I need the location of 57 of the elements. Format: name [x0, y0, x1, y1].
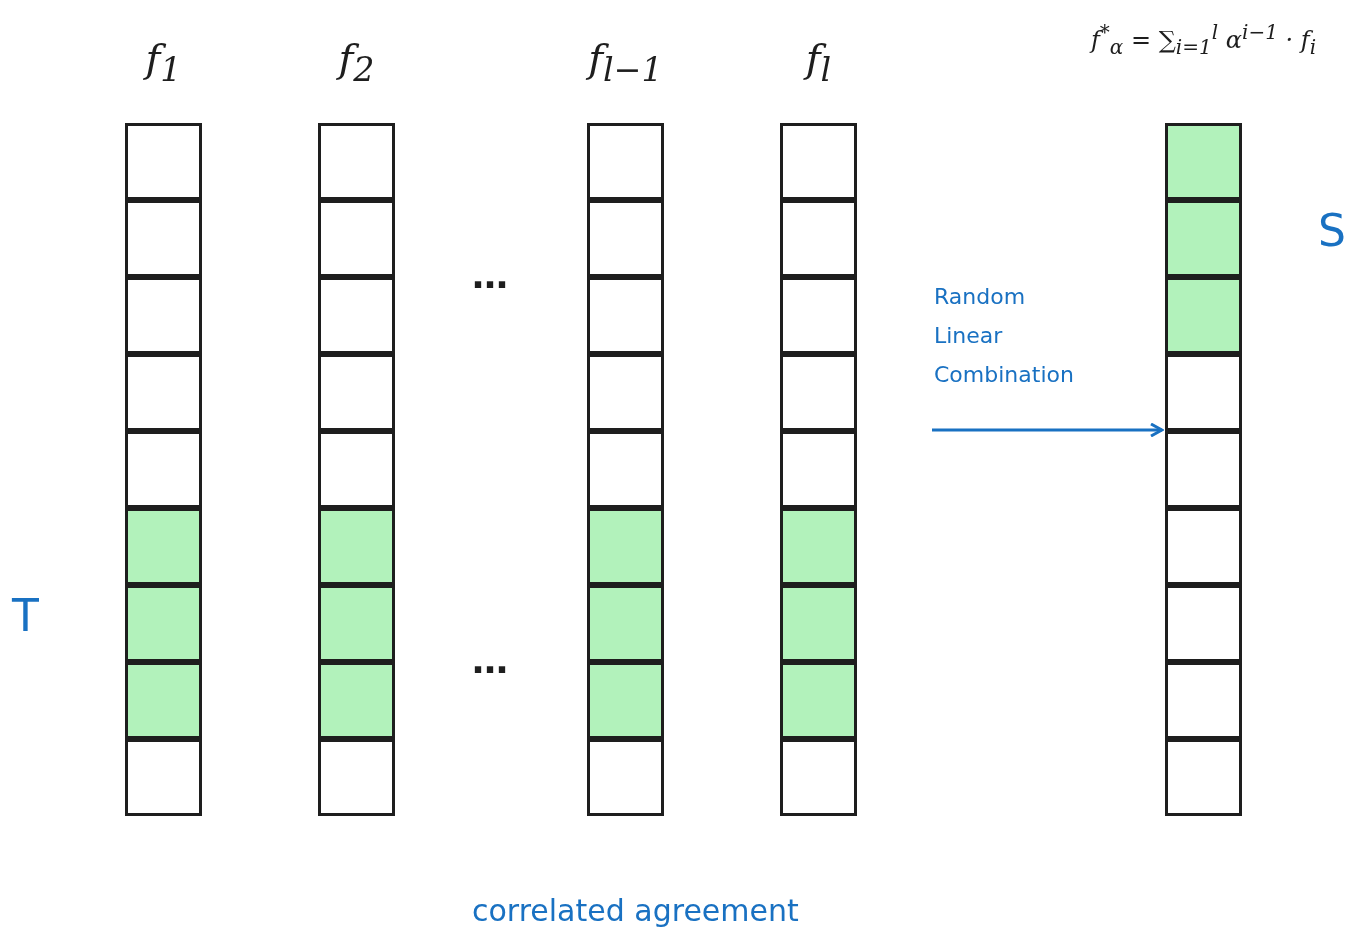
grid-cell [125, 354, 202, 431]
grid-cell [125, 508, 202, 585]
grid-cell [587, 508, 664, 585]
ellipsis: … [472, 640, 508, 681]
caption-text: correlated agreement [472, 893, 799, 928]
grid-cell [1165, 431, 1242, 508]
grid-cell [318, 739, 395, 816]
grid-cell [587, 431, 664, 508]
grid-cell [125, 123, 202, 200]
arrow [932, 422, 1164, 438]
grid-cell [587, 200, 664, 277]
grid-cell [125, 662, 202, 739]
column-heading: f$_{l−1}$ [588, 35, 663, 89]
grid-cell [780, 431, 857, 508]
grid-cell [125, 200, 202, 277]
grid-cell [318, 662, 395, 739]
ellipsis: … [472, 255, 508, 296]
column-heading: f$_{2}$ [338, 35, 375, 89]
grid-cell [780, 739, 857, 816]
grid-cell [587, 662, 664, 739]
grid-cell [318, 354, 395, 431]
grid-cell [318, 200, 395, 277]
grid-cell [780, 585, 857, 662]
grid-cell [1165, 200, 1242, 277]
grid-cell [780, 123, 857, 200]
grid-cell [587, 277, 664, 354]
formula: f$^{*}$$_{α}$ = ∑$_{i=1}$$^{l}$ α$^{i−1}$ · f$_{i}$ [1090, 20, 1317, 59]
column-heading: f$_{1}$ [145, 35, 182, 89]
grid-cell [780, 354, 857, 431]
grid-cell [1165, 354, 1242, 431]
grid-cell [587, 354, 664, 431]
set-label: S [1318, 205, 1346, 256]
edge-label: Random Linear Combination [934, 283, 1075, 389]
grid-cell [125, 739, 202, 816]
grid-cell [1165, 585, 1242, 662]
column-heading: f$_{l}$ [805, 35, 832, 89]
grid-cell [1165, 508, 1242, 585]
grid-cell [780, 277, 857, 354]
grid-cell [125, 431, 202, 508]
grid-cell [318, 431, 395, 508]
grid-cell [318, 508, 395, 585]
grid-cell [587, 123, 664, 200]
grid-cell [125, 585, 202, 662]
grid-cell [125, 277, 202, 354]
grid-cell [1165, 739, 1242, 816]
grid-cell [318, 277, 395, 354]
grid-cell [587, 585, 664, 662]
grid-cell [1165, 277, 1242, 354]
grid-cell [780, 662, 857, 739]
grid-cell [318, 585, 395, 662]
grid-cell [1165, 123, 1242, 200]
grid-cell [1165, 662, 1242, 739]
grid-cell [780, 200, 857, 277]
grid-cell [587, 739, 664, 816]
set-label: T [12, 590, 39, 641]
grid-cell [318, 123, 395, 200]
grid-cell [780, 508, 857, 585]
